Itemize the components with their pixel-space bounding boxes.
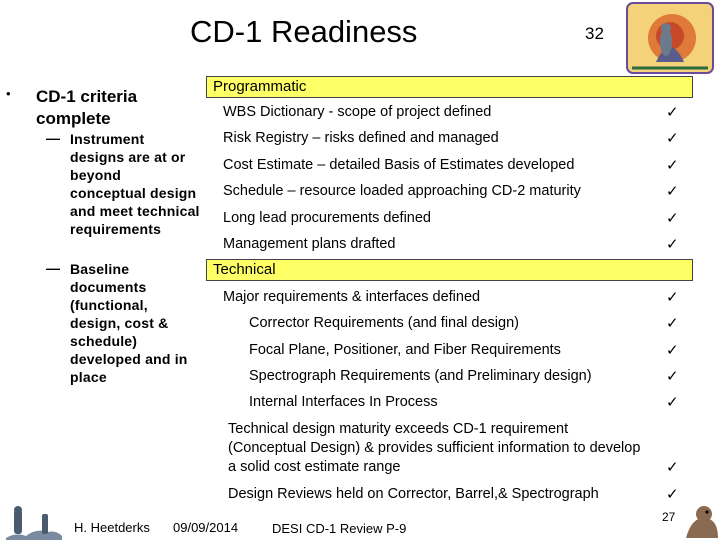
checkmark-icon: ✓ [666,486,679,503]
checkmark-icon: ✓ [666,210,679,227]
criteria-row: Design Reviews held on Corrector, Barrel… [228,486,599,502]
checkmark-icon: ✓ [666,368,679,385]
footer-author: H. Heetderks [74,520,150,535]
criteria-row: WBS Dictionary - scope of project define… [223,104,492,120]
criteria-row: Focal Plane, Positioner, and Fiber Requi… [249,342,561,358]
criteria-row: Schedule – resource loaded approaching C… [223,183,581,199]
checkmark-icon: ✓ [666,394,679,411]
criteria-row: Internal Interfaces In Process [249,394,438,410]
programmatic-header: Programmatic [206,76,693,98]
sub-bullet-instrument-designs: Instrument designs are at or beyond conc… [70,131,200,237]
checkmark-icon: ✓ [666,130,679,147]
checkmark-icon: ✓ [666,459,679,476]
checkmark-icon: ✓ [666,183,679,200]
slide-number-bottom: 27 [662,510,676,524]
checkmark-icon: ✓ [666,236,679,253]
checkmark-icon: ✓ [666,157,679,174]
criteria-row: Management plans drafted [223,236,396,252]
checkmark-icon: ✓ [666,104,679,121]
slide-number-top: 32 [585,24,604,43]
criteria-row-design-maturity: Technical design maturity exceeds CD-1 r… [228,421,641,475]
criteria-row: Risk Registry – risks defined and manage… [223,130,499,146]
checkmark-icon: ✓ [666,289,679,306]
cartoon-figure-icon [6,506,62,540]
cartoon-creature-icon [686,506,718,538]
checkmark-icon: ✓ [666,315,679,332]
criteria-heading: CD-1 criteria complete [36,87,138,128]
criteria-row: Corrector Requirements (and final design… [249,315,519,331]
footer-review-label: DESI CD-1 Review P-9 [272,521,407,536]
checkmark-icon: ✓ [666,342,679,359]
sub-bullet-dash: — [46,260,60,276]
criteria-row: Major requirements & interfaces defined [223,289,481,305]
slide-title: CD-1 Readiness [190,14,418,49]
technical-header: Technical [206,259,693,281]
energy-logo-icon [626,2,714,74]
sub-bullet-dash: — [46,130,60,146]
bullet: • [6,86,11,101]
sub-bullet-baseline-documents: Baseline documents (functional, design, … [70,261,188,385]
footer-date: 09/09/2014 [173,520,239,535]
criteria-row: Cost Estimate – detailed Basis of Estima… [223,157,575,173]
criteria-row: Spectrograph Requirements (and Prelimina… [249,368,592,384]
criteria-row: Long lead procurements defined [223,210,431,226]
